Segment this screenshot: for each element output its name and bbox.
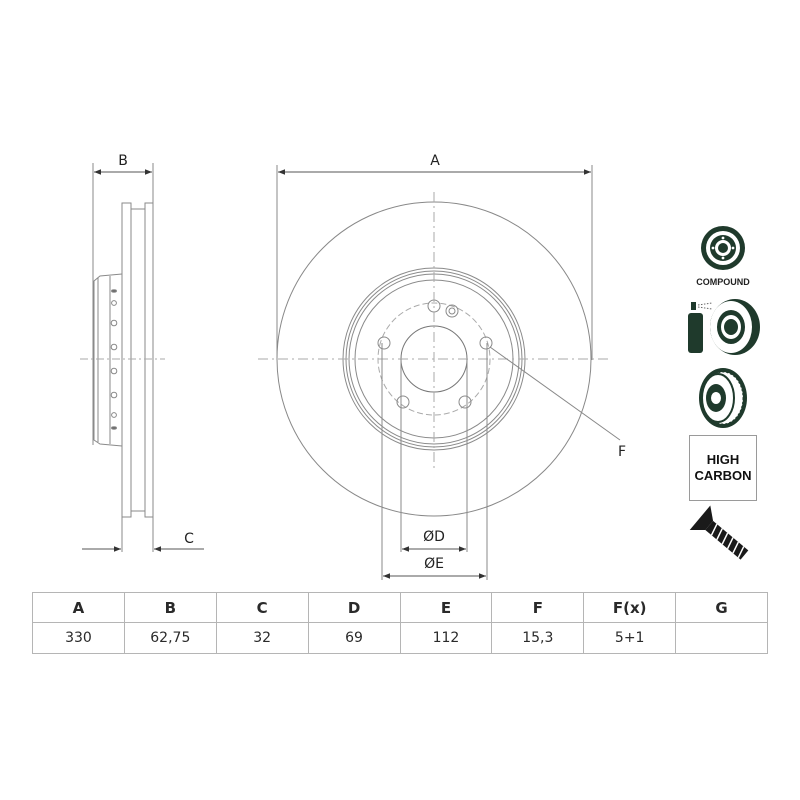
- value-b: 62,75: [123, 622, 217, 654]
- spec-table: A B C D E F F(x) G 330 62,75 32 69 112 1…: [32, 592, 768, 654]
- value-d: 69: [307, 622, 401, 654]
- header-a: A: [32, 592, 125, 623]
- header-c: C: [215, 592, 309, 623]
- spec-table-header-row: A B C D E F F(x) G: [32, 592, 768, 623]
- value-f: 15,3: [491, 622, 585, 654]
- header-b: B: [123, 592, 217, 623]
- value-g: [675, 622, 768, 654]
- screw-icon: [689, 505, 749, 560]
- header-fx: F(x): [583, 592, 677, 623]
- dim-label-b: B: [118, 153, 128, 169]
- compound-icon: [701, 226, 745, 270]
- coated-disc-spray-icon: [688, 299, 760, 355]
- dim-label-e: ØE: [424, 556, 444, 572]
- value-a: 330: [32, 622, 125, 654]
- header-g: G: [675, 592, 768, 623]
- dim-label-c: C: [184, 531, 194, 547]
- dim-label-d: ØD: [423, 529, 445, 545]
- vented-disc-icon: [699, 368, 747, 428]
- header-d: D: [307, 592, 401, 623]
- front-view: [258, 165, 621, 580]
- header-f: F: [491, 592, 585, 623]
- side-view: [80, 163, 204, 552]
- dim-label-a: A: [430, 153, 440, 169]
- high-carbon-label: HIGH CARBON: [694, 452, 752, 483]
- high-carbon-icon: HIGH CARBON: [689, 435, 757, 501]
- header-e: E: [399, 592, 493, 623]
- compound-label: COMPOUND: [696, 277, 750, 287]
- value-fx: 5+1: [583, 622, 677, 654]
- dim-label-f: F: [617, 444, 627, 460]
- value-e: 112: [399, 622, 493, 654]
- value-c: 32: [215, 622, 309, 654]
- spec-table-value-row: 330 62,75 32 69 112 15,3 5+1: [32, 622, 768, 654]
